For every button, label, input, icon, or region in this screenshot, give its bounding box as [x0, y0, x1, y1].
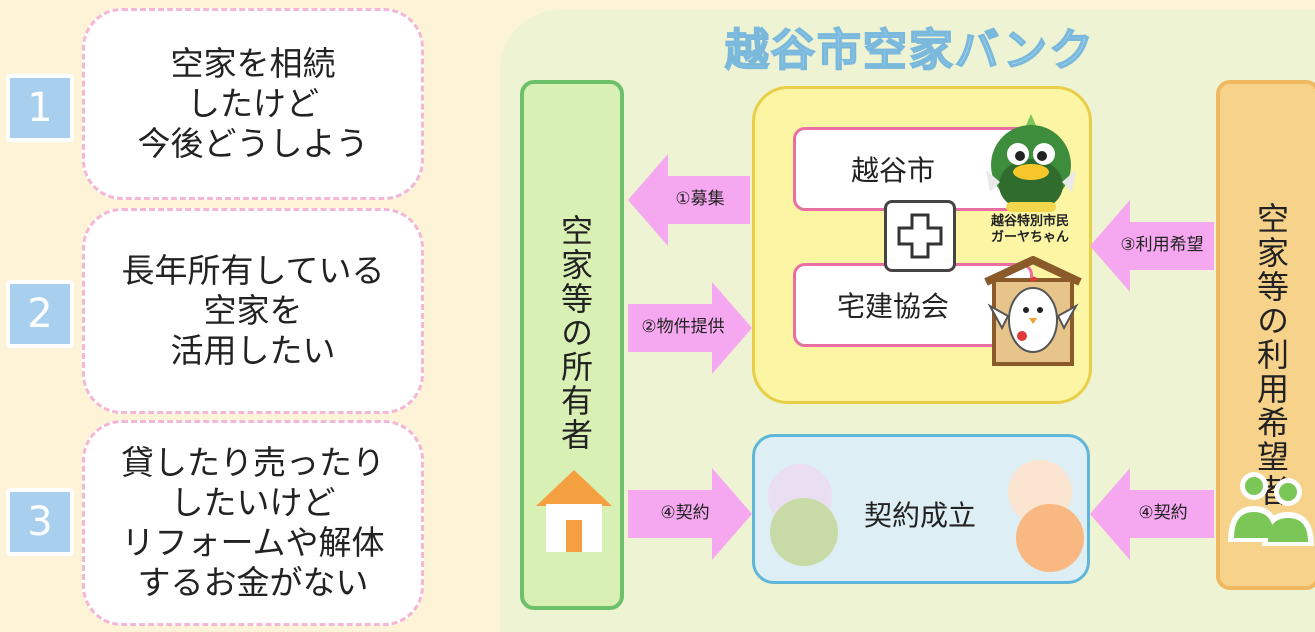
- bank-title: 越谷市空家バンク: [724, 24, 1096, 77]
- arrow-property-icon: [628, 282, 752, 374]
- city-label: 越谷市: [850, 154, 935, 187]
- user-column: 空家等の利用希望者: [1216, 80, 1315, 590]
- concern-card-1: 空家を相続 したけど 今後どうしよう: [82, 8, 424, 200]
- bird-shrine-mascot-icon: [984, 256, 1082, 366]
- duck-mascot-icon: [986, 114, 1076, 212]
- mascot1-caption: 越谷特別市民 ガーヤちゃん: [990, 214, 1069, 245]
- concern-number-3: 3: [6, 488, 74, 556]
- house-icon: [536, 470, 612, 552]
- concern-number-1: 1: [6, 74, 74, 142]
- arrow-recruit-icon: [628, 154, 750, 246]
- arrow-contract-right-icon: [1090, 468, 1214, 560]
- people-icon: [1228, 472, 1314, 546]
- contract-circles-right-icon: [1008, 460, 1084, 572]
- step-recruit-label: ①募集: [675, 189, 725, 209]
- step-contract-right-label: ④契約: [1138, 503, 1188, 523]
- realestate-label: 宅建協会: [836, 290, 949, 323]
- owner-label: 空家等の所有者: [556, 214, 594, 452]
- step-apply-label: ③利用希望: [1120, 235, 1204, 255]
- concern-card-2: 長年所有している 空家を 活用したい: [82, 208, 424, 414]
- step-property-label: ②物件提供: [641, 317, 725, 337]
- owner-column: 空家等の所有者: [520, 80, 624, 610]
- contract-circles-left-icon: [768, 464, 838, 566]
- arrow-contract-left-icon: [628, 468, 752, 560]
- plus-box: [884, 200, 956, 272]
- contract-label: 契約成立: [863, 499, 976, 532]
- plus-icon: [897, 213, 943, 259]
- arrow-apply-icon: [1090, 200, 1214, 292]
- concern-number-2: 2: [6, 280, 74, 348]
- step-contract-left-label: ④契約: [660, 503, 710, 523]
- concern-card-3: 貸したり売ったり したいけど リフォームや解体 するお金がない: [82, 420, 424, 626]
- user-label: 空家等の利用希望者: [1252, 202, 1290, 508]
